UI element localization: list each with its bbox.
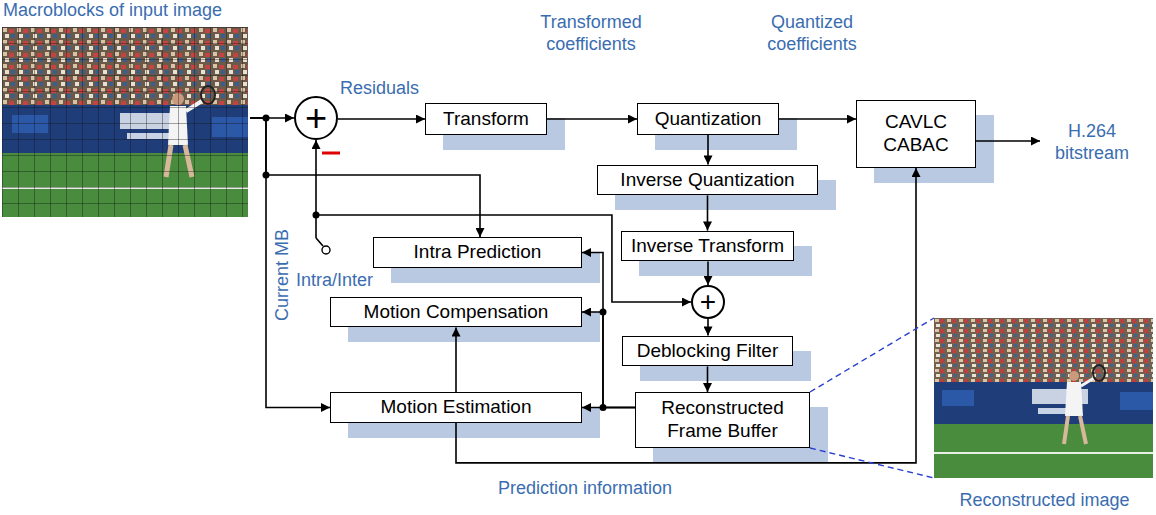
box-text: Intra Prediction [414, 241, 542, 264]
adder-circle: + [294, 96, 338, 140]
junction-dot [600, 404, 607, 411]
switch-arm [316, 238, 323, 246]
junction-dot [313, 212, 320, 219]
adder-sign: + [700, 288, 716, 316]
process-box: Motion Estimation [330, 392, 582, 423]
switch-wire [315, 140, 317, 238]
process-box: Inverse Transform [621, 231, 794, 262]
connector [338, 118, 425, 120]
connector [250, 118, 330, 408]
player-head [1069, 371, 1079, 381]
edge-label: Prediction information [470, 478, 700, 500]
adder-sign: + [305, 99, 327, 137]
process-box: Motion Compensation [330, 297, 582, 328]
connector [547, 118, 637, 120]
box-text: Motion Estimation [380, 396, 531, 419]
box-text: Quantization [655, 108, 762, 131]
entropy-coder-box: CAVLC CABAC [856, 100, 976, 168]
junction-dot [263, 115, 270, 122]
text-label: Intra/Inter [296, 270, 373, 292]
image-caption: Macroblocks of input image [3, 0, 222, 22]
connector [250, 118, 480, 237]
player-arm [1081, 378, 1094, 386]
box-text: Reconstructed Frame Buffer [643, 397, 802, 443]
connector [779, 118, 856, 120]
intra-inter-switch [316, 140, 330, 254]
box-text: Inverse Transform [631, 235, 784, 258]
player-body [1065, 382, 1083, 416]
input-frame-picture [2, 27, 248, 217]
buffer-box: Reconstructed Frame Buffer [635, 392, 810, 448]
text-label: H.264 bitstream [1044, 121, 1140, 164]
adder-circle: + [691, 285, 725, 319]
connector [810, 318, 934, 478]
edge-label: Current MB [272, 220, 294, 330]
wall-logo [1120, 392, 1153, 410]
player-legs [1064, 416, 1086, 444]
box-text: Inverse Quantization [620, 169, 794, 192]
junction-dot [600, 308, 607, 315]
wall-logo [942, 390, 974, 406]
edge-label: Residuals [340, 78, 419, 100]
bitstream-output-wire [976, 140, 1040, 142]
process-box: Quantization [637, 103, 779, 135]
process-box: Transform [425, 103, 547, 135]
minus-sign [322, 152, 340, 155]
process-box: Inverse Quantization [597, 165, 818, 196]
image-caption: Reconstructed image [959, 490, 1129, 512]
process-box: Deblocking Filter [622, 336, 793, 367]
input-image: Macroblocks of input image [0, 0, 250, 217]
edge-label: Transformed coefficients [526, 12, 656, 55]
advert-wall [934, 382, 1153, 424]
connector [707, 135, 709, 165]
racket [1093, 365, 1105, 381]
court [934, 424, 1153, 478]
connector [707, 195, 709, 230]
reconstructed-frame-picture [934, 318, 1153, 478]
connector [707, 261, 709, 285]
connector [455, 327, 457, 392]
box-text: Deblocking Filter [637, 340, 779, 363]
connector [707, 319, 709, 336]
macroblock-grid [2, 27, 248, 217]
box-text: Transform [443, 108, 529, 131]
connector [707, 366, 709, 392]
box-text: Motion Compensation [364, 301, 549, 324]
connector [582, 253, 635, 408]
switch-contact [322, 246, 330, 254]
box-text: CAVLC CABAC [864, 111, 968, 157]
process-box: Intra Prediction [373, 237, 582, 268]
court-line [934, 452, 1153, 454]
crowd [934, 318, 1153, 382]
edge-label: Quantized coefficients [752, 12, 872, 55]
reconstructed-image: Reconstructed image [933, 318, 1156, 515]
junction-dot [263, 172, 270, 179]
